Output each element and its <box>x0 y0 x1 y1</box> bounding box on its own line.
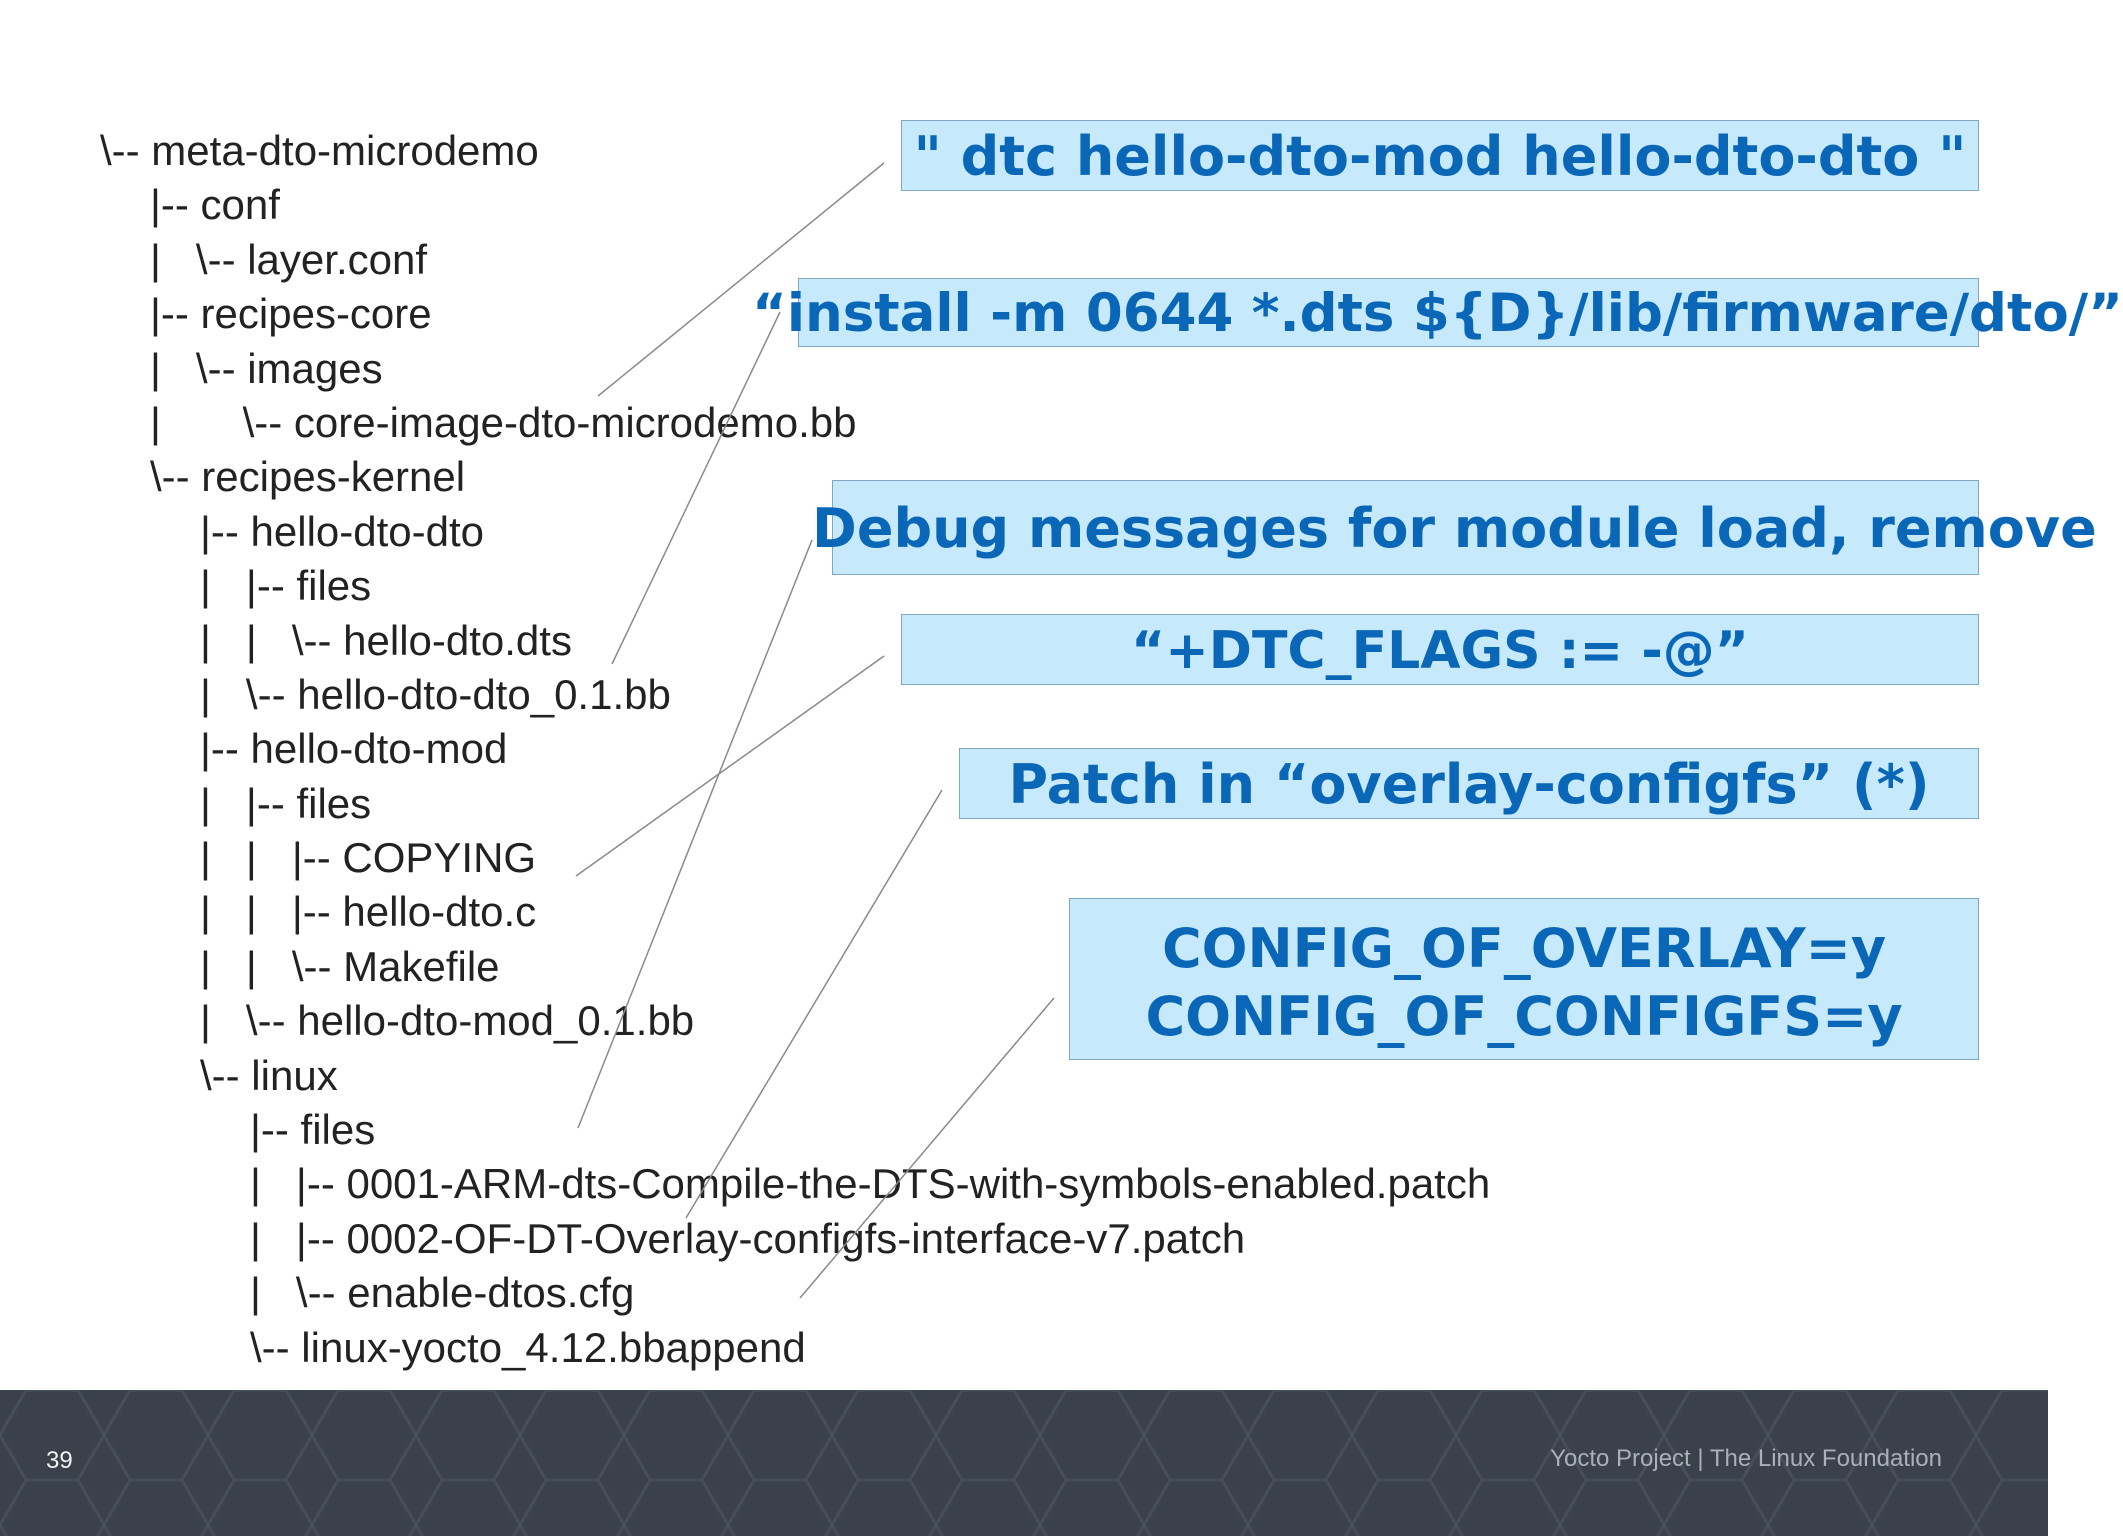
callout-debug-messages <box>832 480 1979 575</box>
slide: \-- meta-dto-microdemo |-- conf | \-- la… <box>0 120 2123 1536</box>
callout-overlay-patch-text: Patch in “overlay-configfs” (*) <box>1008 753 1930 816</box>
footer-bar: 39 Yocto Project | The Linux Foundation <box>0 1390 2048 1536</box>
connector-line <box>685 789 943 1219</box>
callout-debug-messages-text: Debug messages for module load, remove <box>812 497 2097 560</box>
callout-dtc-flags <box>901 614 1979 685</box>
callout-dtc-command-text: " dtc hello-dto-mod hello-dto-dto " <box>913 125 1967 188</box>
callout-kernel-config-line2: CONFIG_OF_CONFIGFS=y <box>1145 985 1903 1048</box>
callout-install-command <box>798 278 1979 347</box>
callout-overlay-patch <box>959 748 1979 819</box>
connector-line <box>611 311 781 665</box>
hexagon-pattern <box>0 1390 2048 1536</box>
callout-kernel-config <box>1069 898 1979 1060</box>
callout-dtc-command <box>901 120 1979 191</box>
callout-dtc-flags-text: “+DTC_FLAGS := -@” <box>1131 621 1749 681</box>
page-number: 39 <box>46 1447 73 1474</box>
footer-credit: Yocto Project | The Linux Foundation <box>1550 1445 1942 1472</box>
callout-kernel-config-line1: CONFIG_OF_OVERLAY=y <box>1161 917 1887 980</box>
callout-install-command-text: “install -m 0644 *.dts ${D}/lib/firmware… <box>752 283 2123 344</box>
